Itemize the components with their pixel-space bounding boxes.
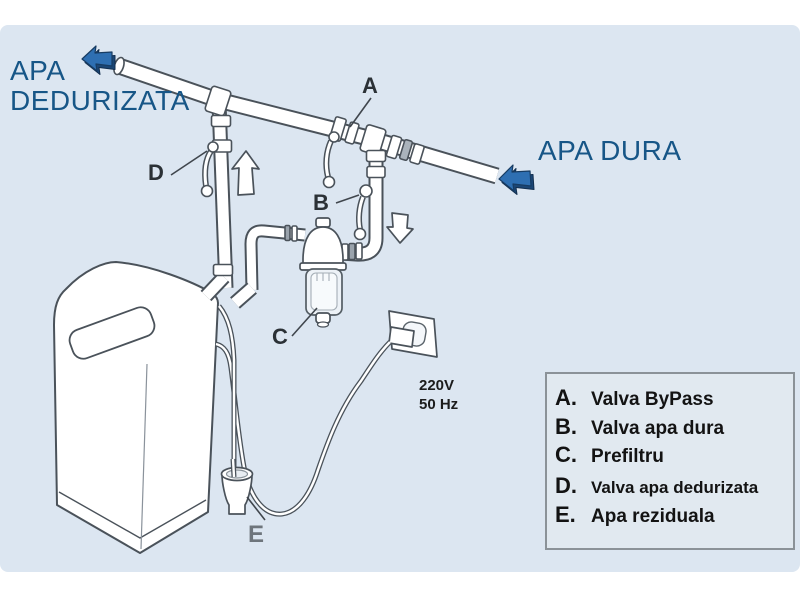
legend-letter-c: C. <box>555 442 577 467</box>
tee-fitting-left <box>204 85 232 117</box>
legend-label-e: Apa reziduala <box>591 506 715 527</box>
softened-water-line2: DEDURIZATA <box>10 85 190 116</box>
legend-label-a: Valva ByPass <box>591 389 714 410</box>
softener-body <box>53 261 219 554</box>
softener-plinth-line <box>58 491 207 539</box>
callout-line-d <box>170 150 208 176</box>
water-flow-arrows <box>81 45 535 195</box>
softener-lid <box>68 306 156 360</box>
callout-a: A <box>362 73 378 98</box>
callout-b: B <box>313 190 329 215</box>
callout-line-b <box>335 194 360 204</box>
cables <box>215 304 392 517</box>
callout-leader-lines <box>170 97 372 521</box>
power-outlet <box>388 310 438 358</box>
power-voltage: 220V <box>419 377 455 394</box>
legend-item-e: E. Apa reziduala <box>555 502 715 528</box>
legend-item-b: B. Valva apa dura <box>555 414 724 440</box>
valve-d <box>200 139 233 198</box>
legend-label-c: Prefiltru <box>591 446 664 467</box>
flow-direction-arrows <box>231 150 414 244</box>
legend-label-b: Valva apa dura <box>591 418 725 439</box>
callout-e: E <box>248 521 265 548</box>
callout-c: C <box>272 324 288 349</box>
valve-a <box>322 116 360 189</box>
callout-line-a <box>349 97 372 128</box>
legend-item-c: C. Prefiltru <box>555 442 664 468</box>
softener-front-crease <box>140 363 148 550</box>
power-frequency: 50 Hz <box>419 396 459 413</box>
valve-b <box>353 165 386 241</box>
callout-line-e <box>246 496 266 521</box>
drain-tube <box>217 304 237 470</box>
legend-item-a: A. Valva ByPass <box>555 385 714 411</box>
legend-letter-e: E. <box>555 502 576 527</box>
hard-water-arrow-icon <box>498 164 532 192</box>
softened-water-arrow-icon <box>81 45 113 72</box>
legend-letter-b: B. <box>555 414 577 439</box>
legend-letter-d: D. <box>555 473 577 498</box>
legend-box: A. Valva ByPass B. Valva apa dura C. Pre… <box>545 372 795 550</box>
hard-water-label: APA DURA <box>538 135 682 166</box>
water-softener-unit <box>53 261 219 554</box>
callout-d: D <box>148 160 164 185</box>
power-spec-label: 220V 50 Hz <box>419 376 458 414</box>
power-plug <box>388 326 415 348</box>
legend-label-d: Valva apa dedurizata <box>591 478 759 497</box>
callout-line-c <box>291 307 318 337</box>
down-arrow-icon <box>386 212 414 244</box>
legend-letter-a: A. <box>555 385 577 410</box>
legend-item-d: D. Valva apa dedurizata <box>555 473 758 499</box>
drain-funnel <box>220 458 254 515</box>
up-arrow-icon <box>231 150 260 196</box>
prefilter <box>299 217 347 328</box>
softened-water-line1: APA <box>10 55 66 86</box>
